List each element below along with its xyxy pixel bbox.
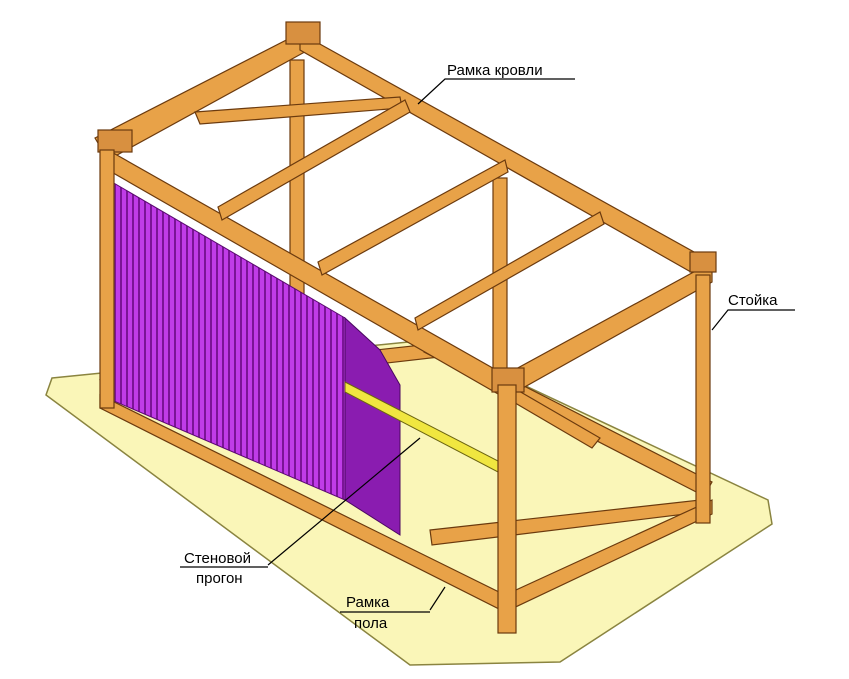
leader-lines [180,78,795,613]
label-floor-frame-2: пола [354,615,388,632]
label-floor-frame-1: Рамка [346,594,390,611]
label-roof-frame: Рамка кровли [447,62,543,79]
label-post: Стойка [728,292,778,309]
wall-cladding-cut [344,316,401,536]
label-wall-purlin-2: прогон [196,570,243,587]
label-wall-purlin-1: Стеновой [184,550,251,567]
roof-frame [94,21,717,400]
front-posts [99,149,711,634]
